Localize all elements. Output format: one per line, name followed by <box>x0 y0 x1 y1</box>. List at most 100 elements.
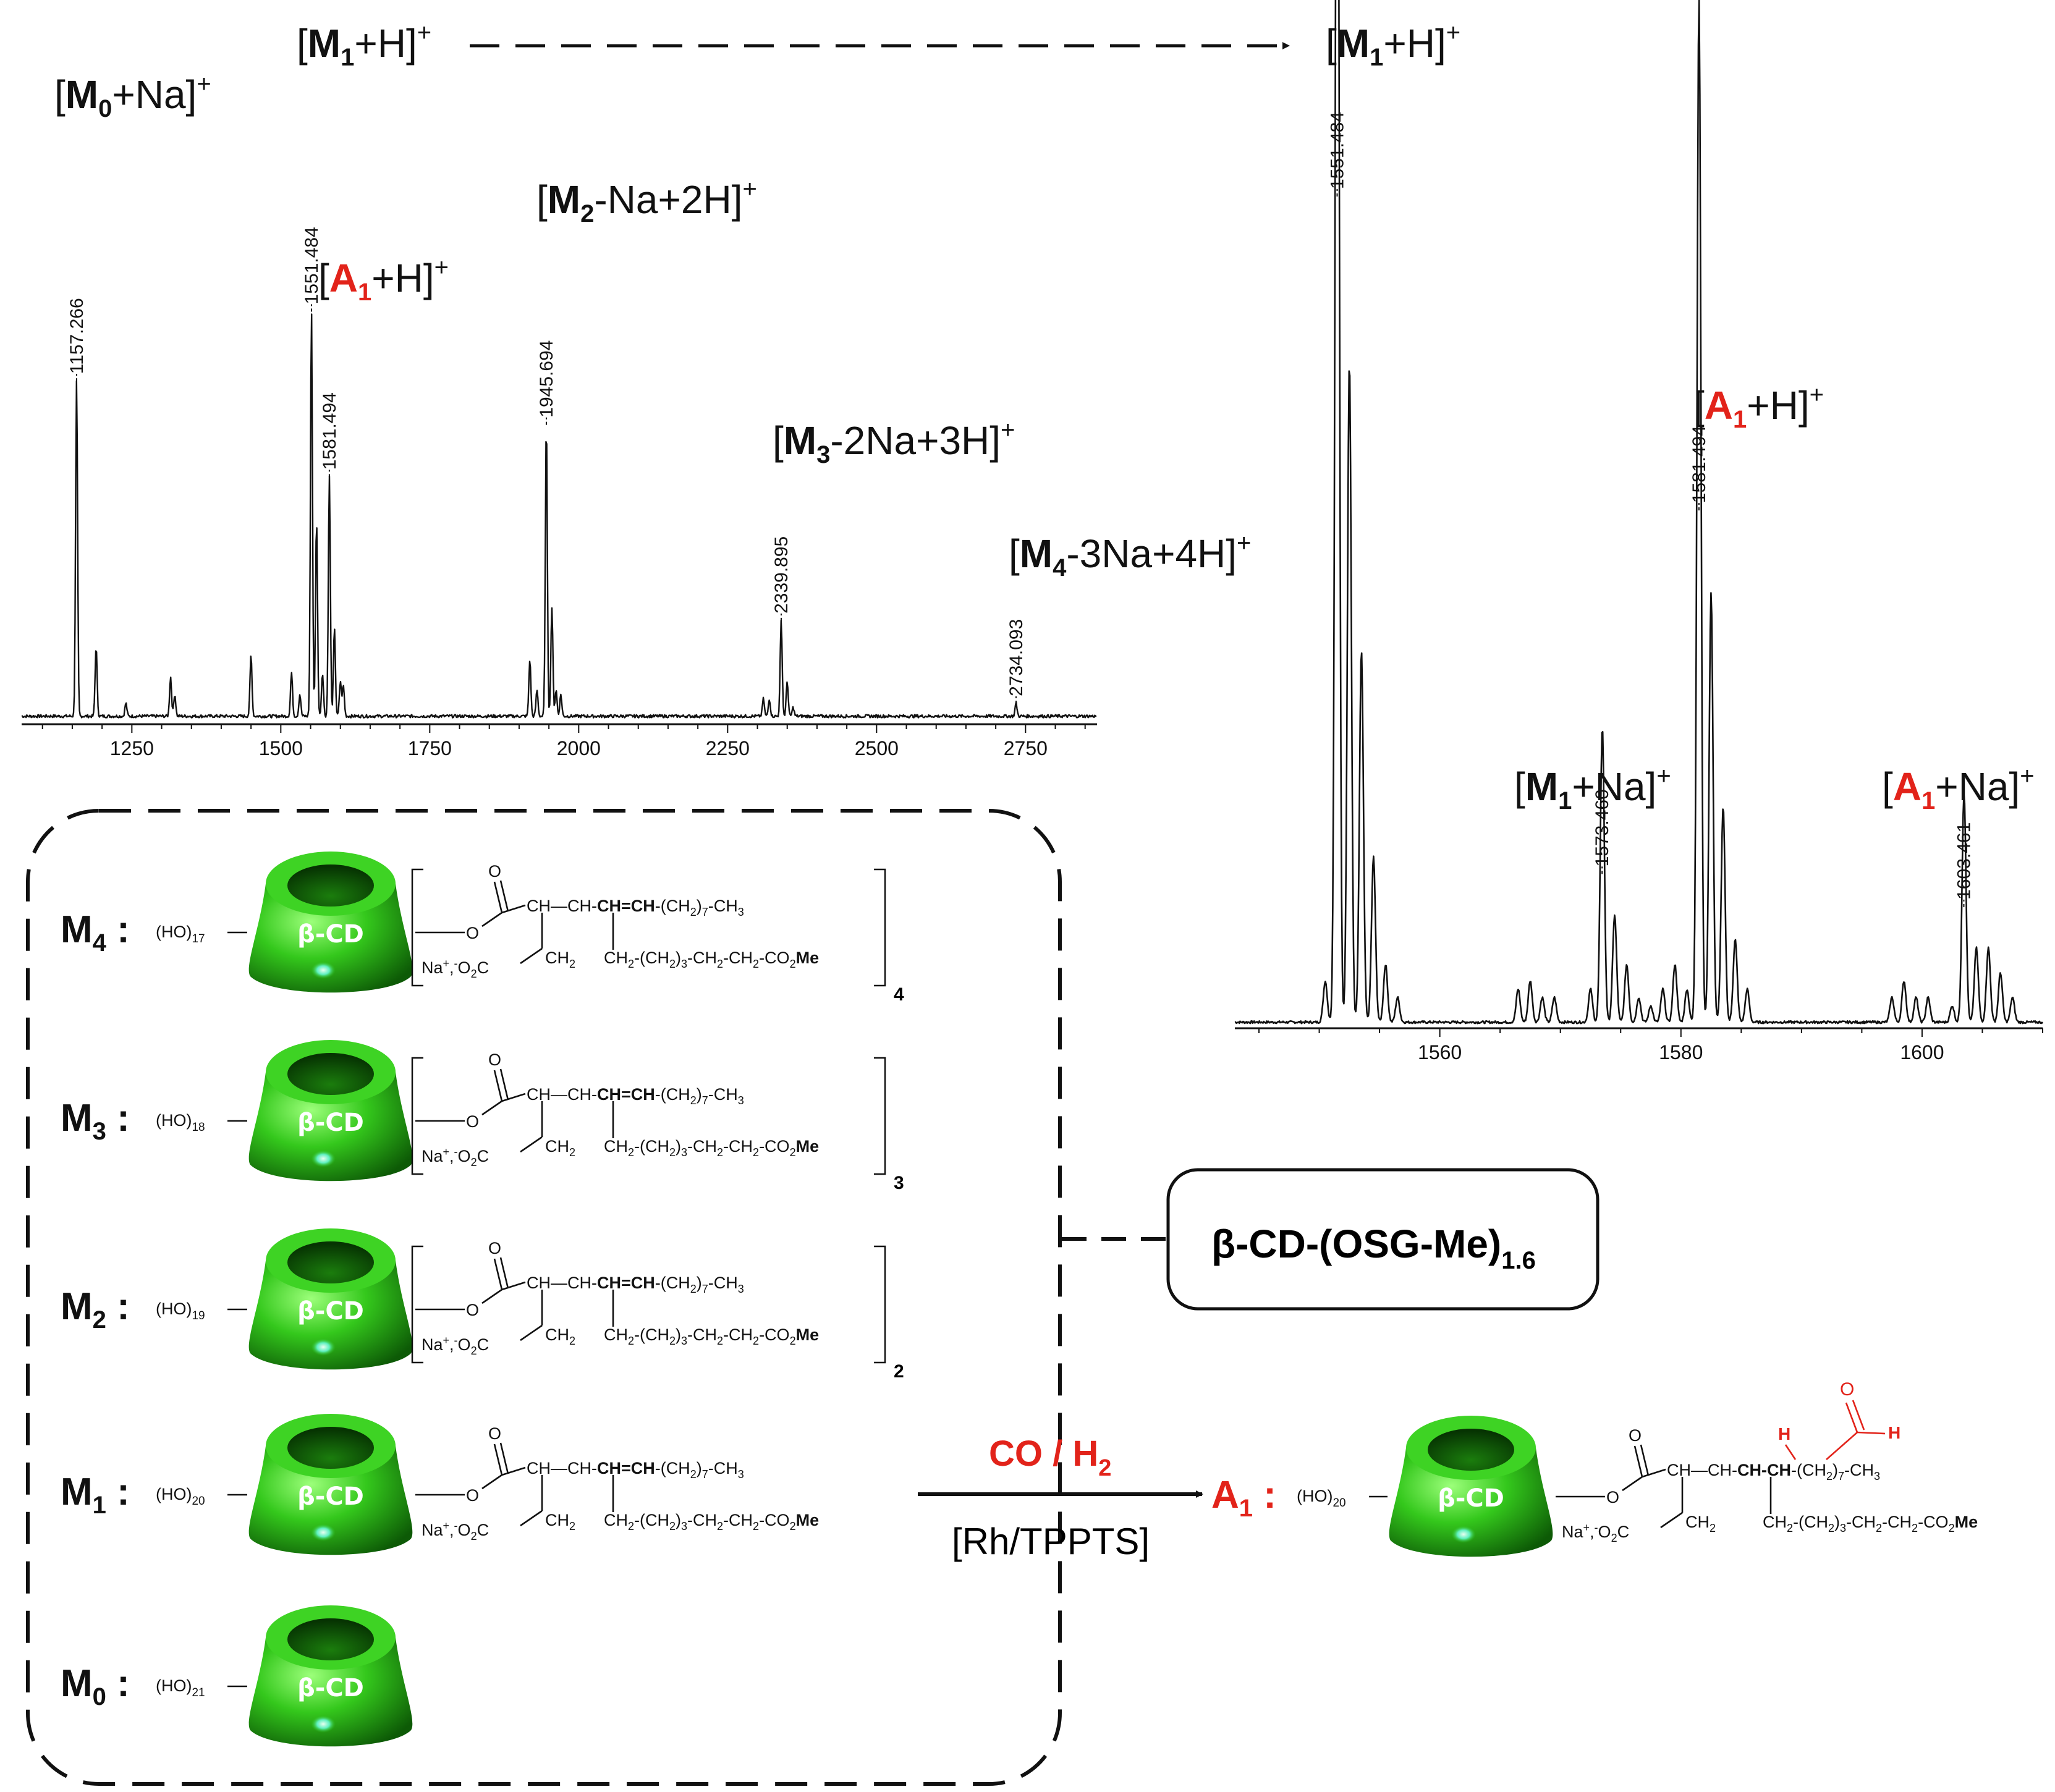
ester-bond <box>481 1474 502 1490</box>
carbonyl-bond <box>499 1442 509 1474</box>
mixture-label-box <box>1166 1168 1600 1311</box>
chain-lower-right: CH2-(CH2)3-CH2-CH2-CO2Me <box>604 1137 819 1159</box>
cd-label: β-CD <box>297 920 364 949</box>
aldehyde-co <box>1845 1402 1858 1433</box>
chain-bond <box>1660 1511 1683 1529</box>
peak-label: 1551.484 <box>1328 112 1348 189</box>
hydroxyl-count: (HO)17 <box>156 923 205 945</box>
chain-lower-right: CH2-(CH2)3-CH2-CH2-CO2Me <box>1763 1513 1978 1534</box>
bracket-right <box>874 1245 886 1364</box>
chain-upper: CH—CH-CH=CH-(CH2)7-CH3 <box>527 897 744 918</box>
chain-bond <box>520 947 543 965</box>
chain-upper: CH—CH-CH=CH-(CH2)7-CH3 <box>527 1085 744 1107</box>
tick-label: 2500 <box>855 737 899 759</box>
ester-bond <box>1622 1476 1643 1492</box>
peak-label: 1945.694 <box>536 340 557 418</box>
chain-bond <box>501 1281 526 1291</box>
label-a1-h-left: [A1+H]+ <box>318 254 449 306</box>
cd-cavity <box>1428 1429 1514 1471</box>
chain-bond <box>520 1136 543 1153</box>
bracket-left <box>411 868 423 987</box>
carbonyl-bond <box>499 1068 509 1101</box>
chain-ch2: CH2 <box>545 1511 575 1532</box>
chain-ch2: CH2 <box>545 949 575 970</box>
ester-o: O <box>466 1112 479 1131</box>
bracket-right <box>874 1057 886 1175</box>
cd-body <box>248 1446 413 1555</box>
tick-label: 1580 <box>1659 1041 1703 1063</box>
tick-label: 2250 <box>706 737 750 759</box>
species-label: M4 : <box>61 908 130 957</box>
label-a1-h-right: [A1+H]+ <box>1693 381 1824 433</box>
cd-cavity <box>287 1241 374 1283</box>
product-label: A1 : <box>1211 1474 1276 1522</box>
mixture-label: β-CD-(OSG-Me)1.6 <box>1211 1222 1536 1274</box>
aldehyde-bond <box>1784 1444 1797 1460</box>
cd-body <box>1389 1448 1553 1557</box>
chain-lower-left: Na+,-O2C <box>1562 1521 1629 1544</box>
cd-label: β-CD <box>297 1482 364 1511</box>
tick-label: 2000 <box>557 737 601 759</box>
hydroxyl-count: (HO)19 <box>156 1300 205 1322</box>
label-m4: [M4-3Na+4H]+ <box>1009 530 1251 581</box>
carbonyl-bond <box>1640 1444 1650 1476</box>
chain-ch2: CH2 <box>545 1325 575 1347</box>
ester-o: O <box>466 924 479 942</box>
peak-label: 1581.494 <box>1689 426 1710 503</box>
cd-label: β-CD <box>297 1297 364 1325</box>
peak-label: 1157.266 <box>67 298 87 374</box>
ester-bond <box>481 1288 502 1304</box>
chain-ch2: CH2 <box>545 1137 575 1159</box>
ester-o: O <box>466 1486 479 1505</box>
chain-bond <box>501 1466 526 1476</box>
chain-upper: CH—CH-CH=CH-(CH2)7-CH3 <box>527 1274 744 1295</box>
cd-highlight <box>311 1715 336 1733</box>
cd-highlight <box>311 1524 336 1541</box>
ester-bond <box>481 1100 502 1116</box>
mixture-box <box>26 809 1062 1786</box>
aldehyde-h-left: H <box>1778 1424 1790 1443</box>
tick-label: 1250 <box>110 737 154 759</box>
cd-highlight <box>311 962 336 979</box>
aldehyde-co <box>1852 1400 1865 1431</box>
tick-label: 1600 <box>1900 1041 1944 1063</box>
carbonyl-o: O <box>1629 1426 1642 1445</box>
carbonyl-bond <box>493 1258 503 1290</box>
species-label: M3 : <box>61 1097 130 1145</box>
carbonyl-o: O <box>488 1050 501 1069</box>
repeat-count: 4 <box>894 984 904 1005</box>
chain-bond <box>520 1510 543 1527</box>
species-list: M4 : (HO)17 β-CD O O CH—CH-CH=CH-(CH2)7-CH3Na… <box>61 852 904 1747</box>
chain-lower-right: CH2-(CH2)3-CH2-CH2-CO2Me <box>604 1325 819 1347</box>
ester-o: O <box>1606 1488 1619 1507</box>
cd-label: β-CD <box>1438 1484 1504 1513</box>
cd-highlight <box>311 1150 336 1167</box>
cd-highlight <box>1451 1526 1476 1543</box>
species-label: M2 : <box>61 1285 130 1333</box>
spectrum-trace <box>1234 0 2043 1025</box>
label-m1-na: [M1+Na]+ <box>1514 763 1671 814</box>
chain-lower-left: Na+,-O2C <box>422 1334 489 1357</box>
label-a1-na: [A1+Na]+ <box>1882 763 2035 814</box>
tick-label: 1560 <box>1418 1041 1462 1063</box>
ester-o: O <box>466 1301 479 1319</box>
peak-label: 1603.461 <box>1954 822 1974 900</box>
peak-label: 1551.484 <box>302 227 322 304</box>
aldehyde-h-right: H <box>1888 1423 1900 1442</box>
chain-bond <box>1642 1468 1666 1478</box>
cd-highlight <box>311 1338 336 1356</box>
product-chain-upper: CH—CH-CH-CH-(CH2)7-CH3 <box>1667 1461 1880 1482</box>
cd-body <box>248 1072 413 1181</box>
chain-bond <box>501 1093 526 1102</box>
hydroxyl-count: (HO)18 <box>156 1111 205 1134</box>
carbonyl-bond <box>493 1443 503 1476</box>
cd-body <box>248 1261 413 1370</box>
cd-cavity <box>287 864 374 907</box>
label-m1-h-left: [M1+H]+ <box>297 19 431 71</box>
